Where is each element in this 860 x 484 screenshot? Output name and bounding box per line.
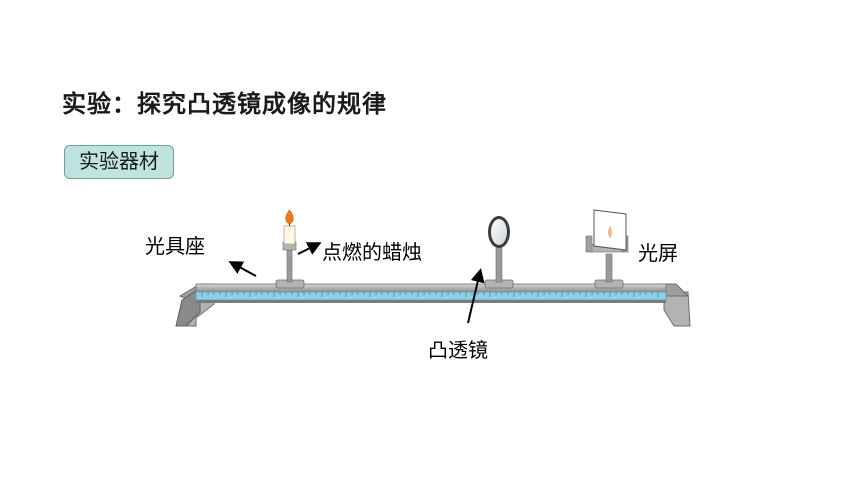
section-tag: 实验器材 (64, 145, 174, 179)
page-title: 实验：探究凸透镜成像的规律 (62, 90, 387, 118)
bench-label-arrow (228, 261, 257, 277)
candle-label: 点燃的蜡烛 (322, 240, 422, 264)
lens-holder (484, 245, 514, 289)
candle-holder (275, 241, 305, 289)
lens-label-arrow (467, 268, 485, 324)
bench-label: 光具座 (145, 234, 205, 258)
screen-label: 光屏 (638, 241, 678, 265)
candle (283, 221, 296, 245)
lens-label: 凸透镜 (428, 338, 488, 362)
candle-label-arrow (297, 242, 322, 255)
bench-rail (195, 283, 667, 303)
flame-icon (285, 209, 294, 225)
convex-lens (488, 216, 510, 248)
light-screen (593, 209, 627, 251)
